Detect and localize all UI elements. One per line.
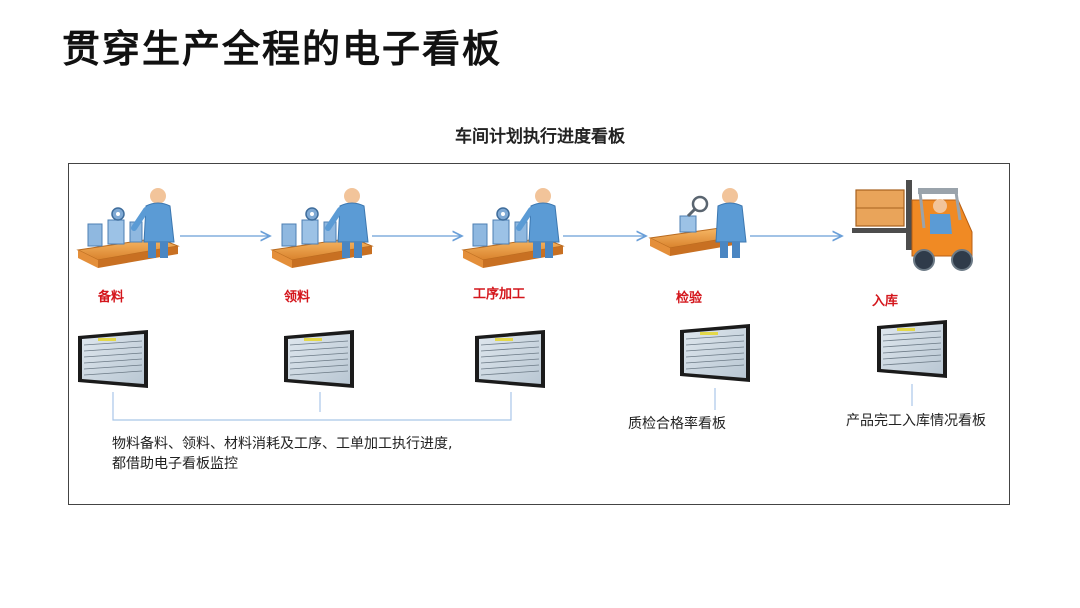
stage-label-5: 入库: [872, 294, 899, 309]
stage-icon-2: [272, 188, 372, 268]
monitor-board-2: [283, 329, 355, 389]
monitor-board-3: [474, 329, 546, 389]
stage-icon-4: [648, 188, 747, 258]
production-caption-line2: 都借助电子看板监控: [112, 456, 238, 472]
warehouse-caption: 产品完工入库情况看板: [846, 413, 986, 429]
stage-icon-3: [463, 188, 563, 268]
monitor-board-1: [77, 329, 149, 389]
stage-label-2: 领料: [284, 290, 311, 305]
diagram-frame: [68, 163, 1010, 505]
page-title: 贯穿生产全程的电子看板: [62, 27, 503, 71]
production-caption-line1: 物料备料、领料、材料消耗及工序、工单加工执行进度,: [112, 436, 453, 452]
monitor-board-5: [876, 319, 948, 379]
stage-icon-5: [852, 180, 973, 271]
stage-icon-1: [78, 188, 178, 268]
stage-label-4: 检验: [676, 291, 703, 306]
production-connector: [112, 392, 512, 421]
diagram-subtitle: 车间计划执行进度看板: [455, 127, 625, 147]
quality-caption: 质检合格率看板: [628, 416, 726, 432]
monitor-board-4: [679, 323, 751, 383]
stage-label-3: 工序加工: [473, 287, 526, 302]
stage-label-1: 备料: [98, 290, 125, 305]
